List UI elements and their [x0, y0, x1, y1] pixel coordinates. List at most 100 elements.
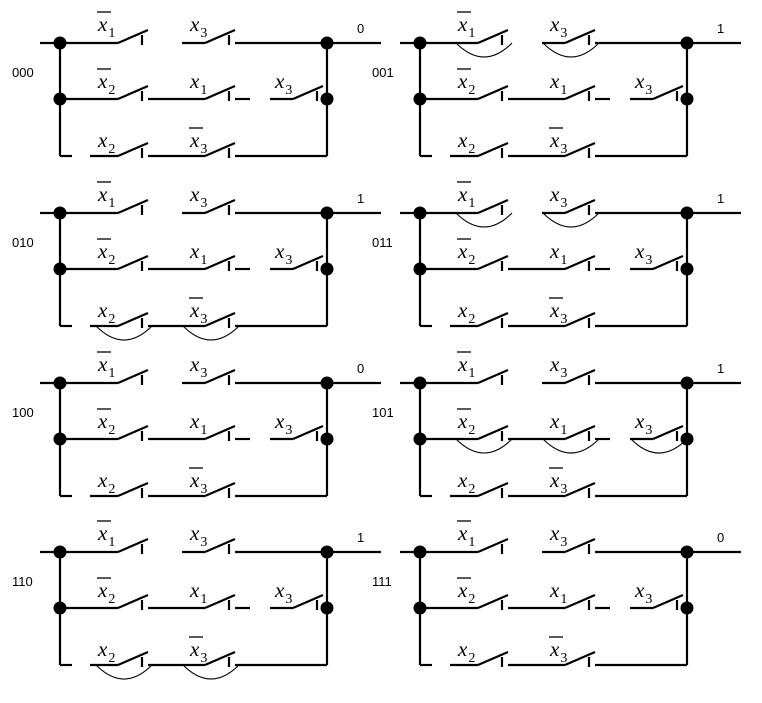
node-left-mid: [53, 601, 67, 615]
switch-x3-blade: [292, 254, 324, 271]
node-left-mid: [53, 432, 67, 446]
label-x1bar: x1: [457, 182, 475, 211]
switch-x3bar-blade: [564, 650, 596, 667]
switch-x3-blade: [292, 424, 324, 441]
closed-arc-2-0: [95, 325, 153, 341]
label-x1bar: x1: [97, 521, 115, 550]
node-right-mid: [680, 262, 694, 276]
closed-arc-1-0: [455, 438, 513, 454]
switch-x2-blade: [117, 481, 149, 498]
label-x3: x3: [634, 69, 652, 98]
switch-x3-blade: [652, 593, 684, 610]
label-x3bar: x3: [549, 298, 567, 327]
label-x1: x1: [189, 578, 207, 607]
label-x2: x2: [457, 128, 475, 157]
switch-x2-blade: [477, 481, 509, 498]
switch-x1-blade: [564, 593, 596, 610]
label-x2: x2: [97, 637, 115, 666]
label-x3: x3: [549, 182, 567, 211]
switch-x1bar-blade: [477, 198, 509, 215]
label-x3: x3: [634, 409, 652, 438]
node-left-top: [413, 206, 427, 220]
switch-x1-blade: [204, 254, 236, 271]
panel-code: 110: [12, 574, 33, 589]
label-x2: x2: [97, 128, 115, 157]
switch-x2bar-blade: [117, 254, 149, 271]
label-x2bar: x2: [97, 239, 115, 268]
switch-x3bar-blade: [204, 481, 236, 498]
panel-output: 1: [357, 530, 364, 545]
label-x3bar: x3: [189, 468, 207, 497]
switch-x1-blade: [204, 424, 236, 441]
label-x2bar: x2: [457, 578, 475, 607]
switch-x3-blade: [204, 368, 236, 385]
switch-x3bar-blade: [204, 141, 236, 158]
node-left-top: [413, 545, 427, 559]
panel-output: 1: [717, 361, 724, 376]
switch-x1-blade: [564, 424, 596, 441]
panel-output: 0: [357, 21, 364, 36]
label-x2bar: x2: [97, 409, 115, 438]
label-x3bar: x3: [189, 128, 207, 157]
panel-output: 1: [357, 191, 364, 206]
switch-x3-blade: [652, 84, 684, 101]
node-right-top: [680, 376, 694, 390]
closed-arc-0-1: [542, 212, 600, 228]
label-x3: x3: [549, 521, 567, 550]
label-x1bar: x1: [97, 12, 115, 41]
label-x3: x3: [189, 12, 207, 41]
node-right-mid: [320, 601, 334, 615]
switch-x3-blade: [292, 84, 324, 101]
node-right-mid: [320, 262, 334, 276]
closed-arc-2-1: [182, 325, 240, 341]
switch-x2bar-blade: [477, 424, 509, 441]
switch-x2-blade: [477, 311, 509, 328]
label-x3: x3: [549, 12, 567, 41]
switch-x1bar-blade: [117, 28, 149, 45]
label-x1: x1: [549, 69, 567, 98]
label-x3: x3: [189, 521, 207, 550]
node-right-mid: [680, 601, 694, 615]
switch-x1bar-blade: [117, 537, 149, 554]
switch-x3-blade: [292, 593, 324, 610]
label-x2bar: x2: [457, 409, 475, 438]
node-right-top: [320, 206, 334, 220]
label-x3bar: x3: [189, 298, 207, 327]
label-x3: x3: [274, 69, 292, 98]
switch-x3-blade: [652, 254, 684, 271]
switch-x3-blade: [204, 537, 236, 554]
label-x3: x3: [274, 409, 292, 438]
switch-x1bar-blade: [117, 368, 149, 385]
node-right-mid: [320, 432, 334, 446]
panel-code: 101: [372, 405, 394, 420]
label-x3: x3: [549, 352, 567, 381]
label-x1: x1: [549, 239, 567, 268]
switch-x2-blade: [117, 650, 149, 667]
switch-x1-blade: [204, 84, 236, 101]
switch-x2bar-blade: [477, 84, 509, 101]
node-right-mid: [680, 92, 694, 106]
switch-x3-blade: [204, 198, 236, 215]
switch-x3bar-blade: [564, 481, 596, 498]
switch-x1bar-blade: [117, 198, 149, 215]
label-x1bar: x1: [97, 352, 115, 381]
label-x1: x1: [549, 578, 567, 607]
switch-x2-blade: [117, 141, 149, 158]
node-left-mid: [53, 262, 67, 276]
node-left-top: [413, 376, 427, 390]
node-right-top: [320, 376, 334, 390]
switch-x2-blade: [477, 650, 509, 667]
label-x3: x3: [189, 352, 207, 381]
label-x1bar: x1: [457, 12, 475, 41]
switch-x2-blade: [477, 141, 509, 158]
switch-x3-blade: [204, 28, 236, 45]
closed-arc-0-0: [455, 42, 513, 58]
label-x1: x1: [189, 69, 207, 98]
switch-x2bar-blade: [117, 593, 149, 610]
